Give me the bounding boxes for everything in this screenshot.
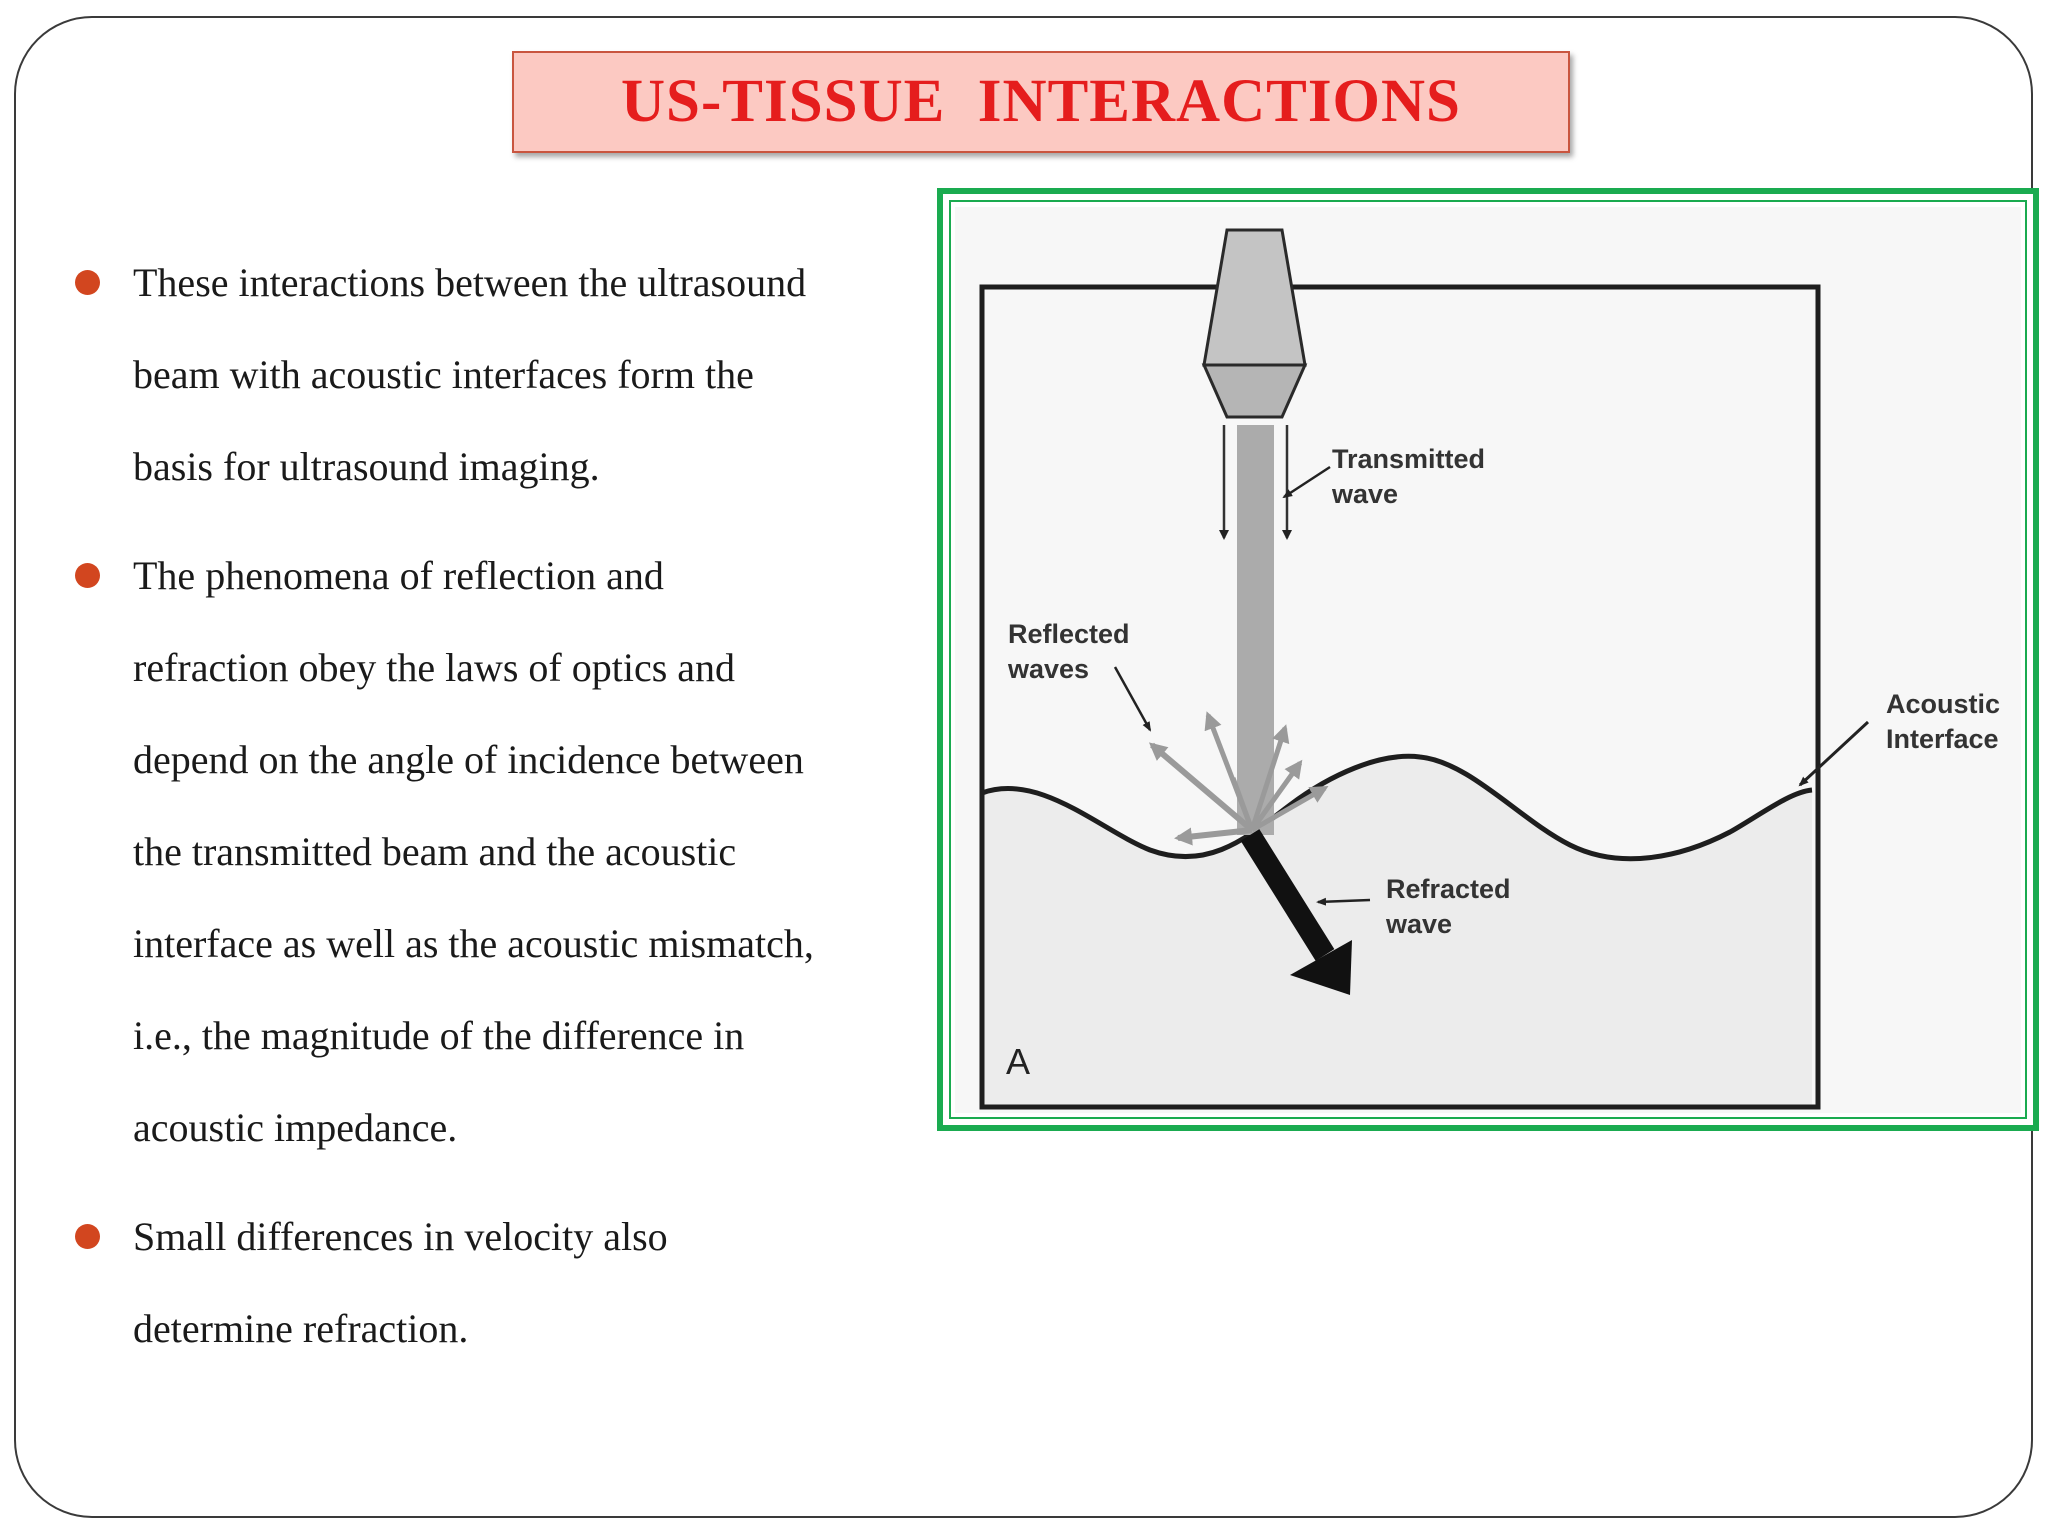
transmitted-label-2: wave [1331, 479, 1398, 509]
slide-title: US-TISSUE INTERACTIONS [621, 68, 1461, 135]
bullet-dot-icon [75, 563, 100, 588]
bullet-line: i.e., the magnitude of the difference in [133, 1013, 745, 1058]
bullet-line: beam with acoustic interfaces form the [133, 352, 754, 397]
bullet-line: the transmitted beam and the acoustic [133, 829, 737, 874]
bullet-line: These interactions between the ultrasoun… [133, 260, 807, 305]
bullet-dot-icon [75, 270, 100, 295]
bullet-line: Small differences in velocity also [133, 1214, 668, 1259]
bullet-line: basis for ultrasound imaging. [133, 444, 600, 489]
panel-letter: A [1006, 1041, 1030, 1082]
reflected-arrow [1249, 759, 1303, 832]
reflected-arrow [1249, 724, 1290, 831]
refracted-label-1: Refracted [1386, 874, 1511, 904]
transducer-lower [1201, 363, 1308, 419]
reflected-label-1: Reflected [1008, 619, 1130, 649]
acoustic-interface-line [981, 753, 1813, 862]
acoustic-label-1: Acoustic [1886, 689, 2000, 719]
reflected-pointer [1113, 666, 1152, 732]
transmitted-pointer [1282, 465, 1331, 499]
bullet-line: determine refraction. [133, 1306, 469, 1351]
bullet-item: These interactions between the ultrasoun… [75, 237, 807, 513]
figure-frame-inner [949, 200, 2027, 1119]
refracted-wave-shaft [1240, 829, 1335, 961]
transmitted-beam [1237, 425, 1274, 835]
reflected-arrow [1174, 827, 1253, 846]
bullet-line: refraction obey the laws of optics and [133, 645, 736, 690]
refracted-pointer [1316, 897, 1371, 906]
bullet-dot-icon [75, 1224, 100, 1249]
reflected-arrow [1250, 785, 1329, 833]
reflected-arrow [1230, 777, 1255, 831]
bullet-line: interface as well as the acoustic mismat… [133, 921, 814, 966]
bullet-item: The phenomena of reflection and refracti… [75, 530, 814, 1174]
tissue-region [982, 756, 1812, 1107]
reflected-label-2: waves [1007, 654, 1089, 684]
reflected-arrow [1148, 742, 1254, 833]
transmitted-label-1: Transmitted [1332, 444, 1485, 474]
interface-pointer [1798, 720, 1870, 787]
acoustic-label-2: Interface [1886, 724, 1999, 754]
bullet-line: acoustic impedance. [133, 1105, 458, 1150]
title-box: US-TISSUE INTERACTIONS [512, 51, 1570, 153]
bullet-line: The phenomena of reflection and [133, 553, 664, 598]
bullet-item: Small differences in velocity also deter… [75, 1191, 668, 1375]
medium-box [979, 284, 1821, 1110]
bullet-line: depend on the angle of incidence between [133, 737, 804, 782]
refracted-label-2: wave [1385, 909, 1452, 939]
reflected-waves [1148, 711, 1329, 846]
refracted-wave-head [1290, 940, 1352, 995]
